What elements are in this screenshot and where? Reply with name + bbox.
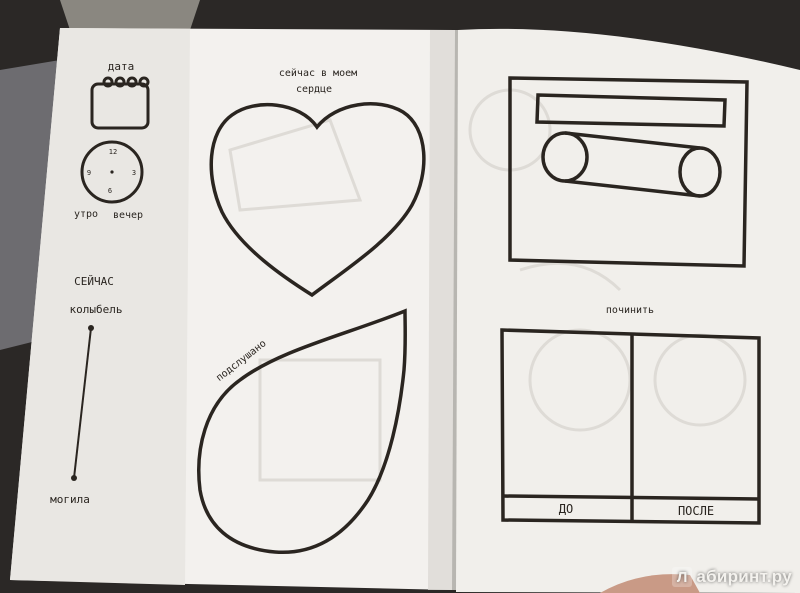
clock-number-6: 6	[108, 187, 112, 195]
left-page-margin	[10, 28, 190, 585]
heart-shape	[209, 102, 426, 298]
date-label: дата	[108, 60, 135, 73]
labirint-watermark: Л абиринт.ру	[672, 567, 792, 587]
calendar-icon	[90, 76, 150, 130]
repair-label: починить	[606, 305, 654, 316]
clock-number-3: 3	[132, 169, 136, 177]
clock-number-12: 12	[109, 148, 117, 156]
gray-cloth	[0, 60, 60, 350]
cassette-tape-outline	[508, 76, 749, 268]
show-through	[228, 88, 747, 482]
watermark-text: абиринт.ру	[696, 567, 792, 586]
before-label: ДО	[559, 502, 573, 516]
background-object	[60, 0, 200, 30]
grave-label: могила	[50, 493, 90, 506]
finger	[600, 574, 700, 593]
evening-label: вечер	[113, 210, 143, 221]
clock-icon	[80, 140, 144, 204]
life-timeline	[71, 325, 94, 481]
drop-shape	[197, 308, 407, 555]
clock-number-9: 9	[87, 169, 91, 177]
heart-caption-line2: сердце	[296, 84, 332, 95]
now-label: СЕЙЧАС	[74, 275, 114, 288]
right-page	[456, 28, 800, 593]
before-after-frame	[500, 328, 761, 525]
cradle-label: колыбель	[70, 303, 123, 316]
watermark-badge: Л	[672, 567, 693, 587]
after-label: ПОСЛЕ	[678, 504, 714, 518]
heart-caption-line1: сейчас в моем	[279, 67, 357, 79]
morning-label: утро	[74, 209, 98, 220]
gutter-shadow	[428, 30, 462, 590]
